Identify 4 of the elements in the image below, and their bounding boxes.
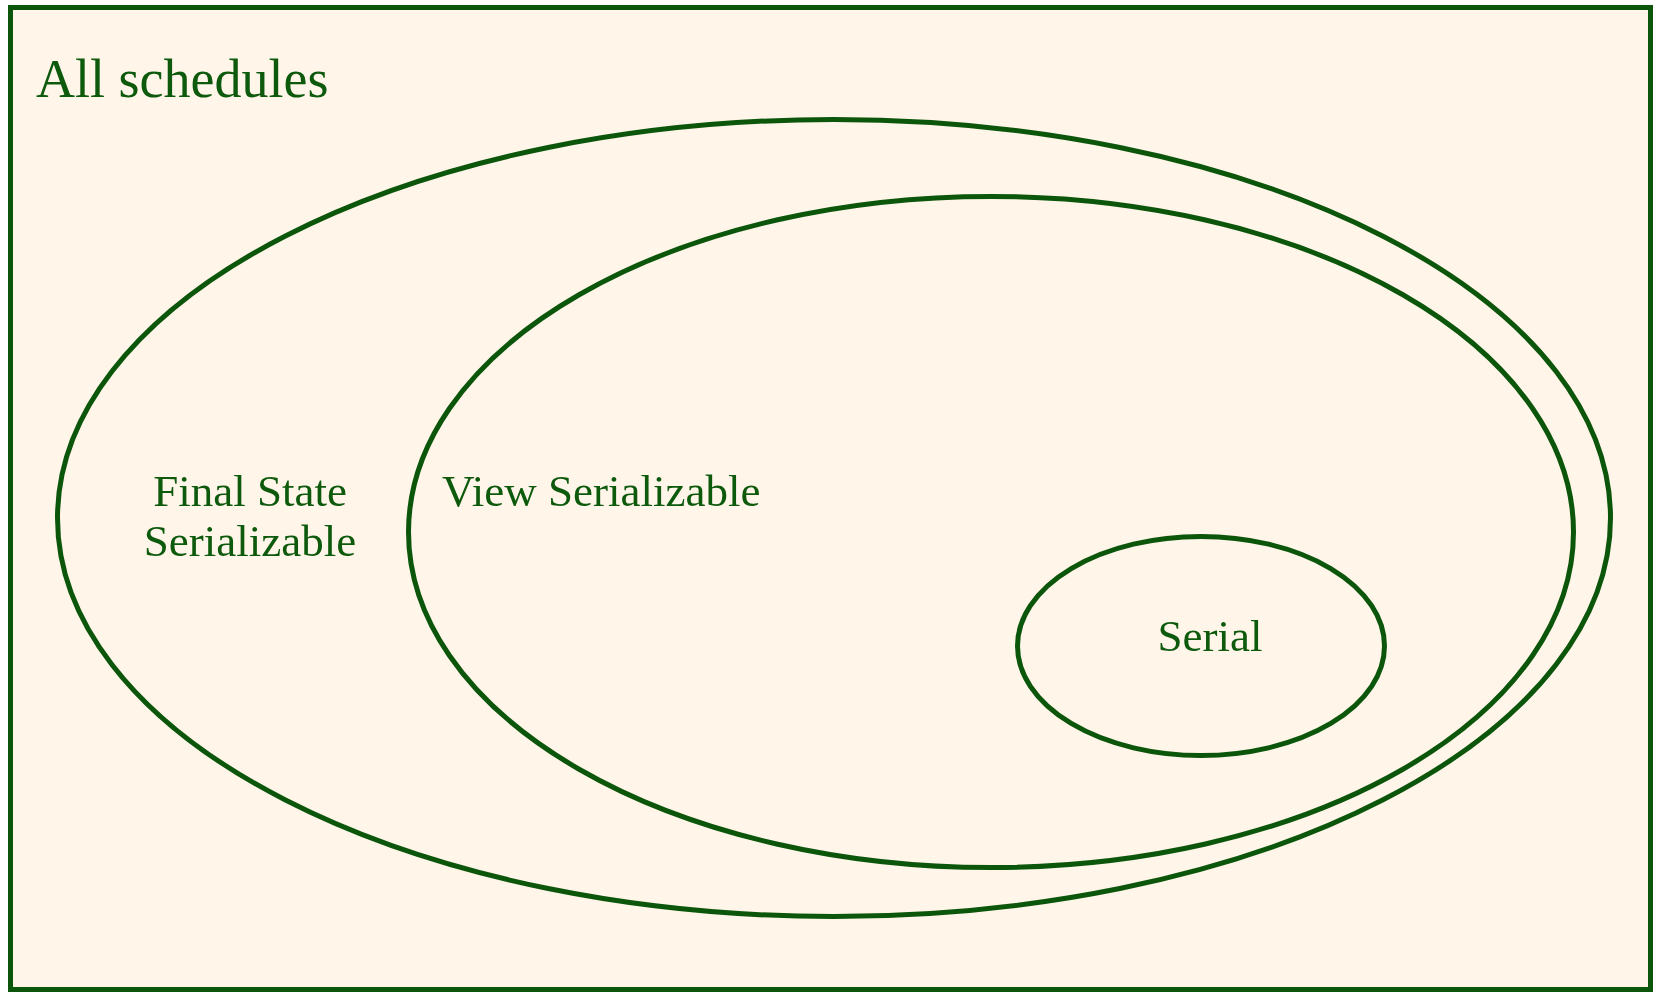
set-label: Final State Serializable	[142, 467, 358, 566]
set-label: All schedules	[36, 50, 330, 110]
set-label: View Serializable	[442, 467, 762, 517]
set-label: Serial	[1156, 612, 1264, 662]
